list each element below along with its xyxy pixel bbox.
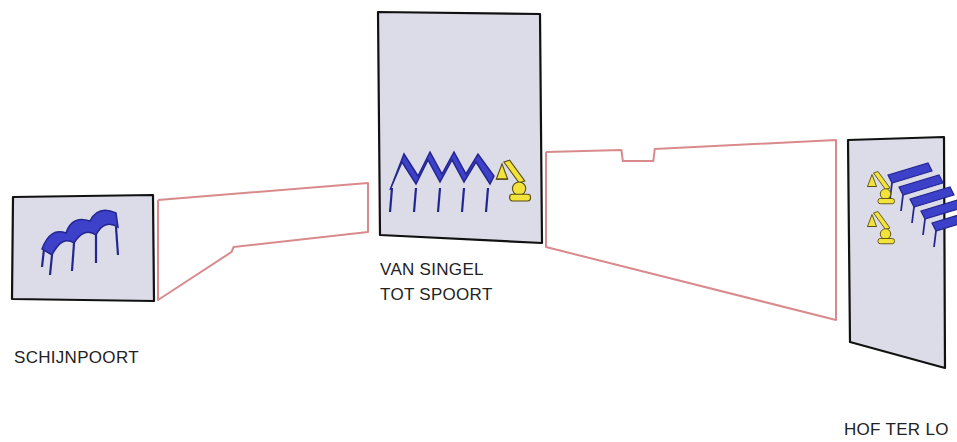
panel-shape	[846, 137, 946, 369]
crane-icon	[868, 212, 895, 244]
panel-outline	[848, 137, 945, 368]
panel-outline	[12, 195, 154, 301]
crane-icon	[496, 160, 530, 201]
crane-icon	[868, 172, 895, 204]
route-band	[158, 183, 368, 300]
illustration	[390, 152, 531, 212]
illustration	[868, 163, 957, 247]
site-panel: SCHIJNPOORT	[12, 195, 154, 302]
illustration	[42, 210, 118, 275]
route-band	[546, 140, 836, 320]
panel-shape	[378, 12, 542, 244]
site-name: SCHIJNPOORT	[14, 345, 184, 370]
site-panel: VAN SINGEL TOT SPOORT	[378, 12, 542, 244]
panel-shape	[12, 195, 154, 302]
site-name: HOF TER LO	[844, 417, 952, 442]
site-name: VAN SINGEL TOT SPOORT	[380, 257, 505, 307]
panel-outline	[378, 12, 542, 243]
site-panel: HOF TER LO	[846, 137, 946, 369]
